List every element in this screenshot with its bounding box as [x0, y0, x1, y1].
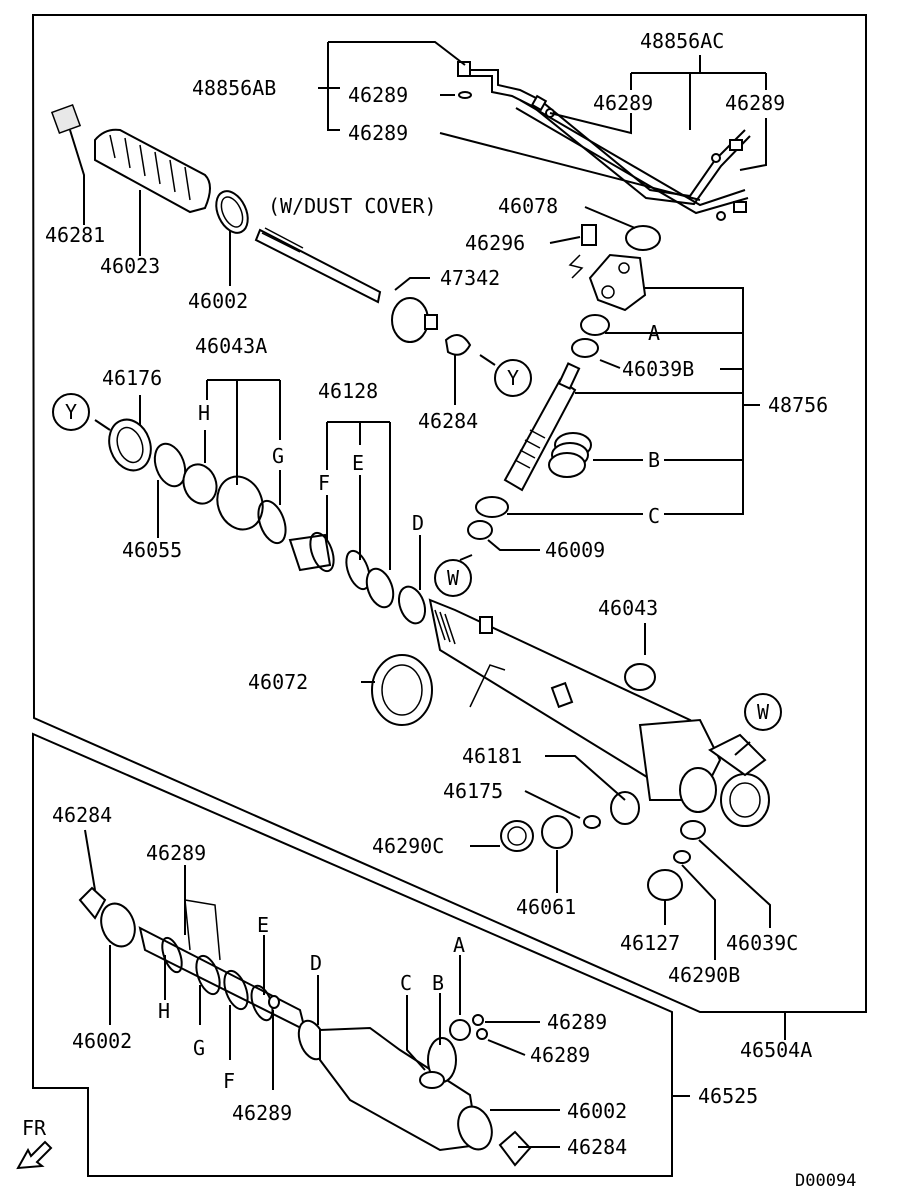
- part-label-low-46289-bot: 46289: [232, 1101, 292, 1125]
- part-label-46289-a: 46289: [348, 83, 408, 107]
- part-label-B: B: [648, 448, 660, 472]
- diagram-reference-code: D00094: [795, 1171, 856, 1187]
- part-label-46175: 46175: [443, 779, 503, 803]
- ref-circle-y-right: [494, 359, 532, 397]
- lower-assembly-parts: [78, 886, 532, 1167]
- part-label-46289-d: 46289: [348, 121, 408, 145]
- part-label-46055: 46055: [122, 538, 182, 562]
- part-label-46128: 46128: [318, 379, 378, 403]
- part-label-48856AB: 48856AB: [192, 76, 276, 100]
- part-label-low-46002-right: 46002: [567, 1099, 627, 1123]
- part-label-low-46284-bot: 46284: [567, 1135, 627, 1159]
- part-label-46181: 46181: [462, 744, 522, 768]
- part-label-46176: 46176: [102, 366, 162, 390]
- part-label-low-E: E: [257, 913, 269, 937]
- part-label-low-46002-left: 46002: [72, 1029, 132, 1053]
- part-label-low-C: C: [400, 971, 412, 995]
- part-label-46127: 46127: [620, 931, 680, 955]
- part-label-46061: 46061: [516, 895, 576, 919]
- part-label-46039B: 46039B: [622, 357, 694, 381]
- assembly-label-46525: 46525: [698, 1084, 758, 1108]
- part-label-low-46289-r2: 46289: [530, 1043, 590, 1067]
- part-label-F: F: [318, 471, 330, 495]
- gear-housing: [371, 598, 770, 827]
- valve-housing-top: [568, 224, 661, 358]
- part-label-48756: 48756: [768, 393, 828, 417]
- part-label-low-46289-r1: 46289: [547, 1010, 607, 1034]
- part-label-46009: 46009: [545, 538, 605, 562]
- part-label-A: A: [648, 321, 660, 345]
- part-label-low-H: H: [158, 999, 170, 1023]
- part-label-47342: 47342: [440, 266, 500, 290]
- inner-tie-rod: [254, 227, 472, 356]
- ref-label-y-left: Y: [65, 400, 77, 424]
- front-direction-label: FR: [22, 1116, 47, 1140]
- pressure-pipes: [457, 61, 751, 221]
- part-label-low-46289-top: 46289: [146, 841, 206, 865]
- part-label-C: C: [648, 504, 660, 528]
- ref-label-w-left: W: [447, 566, 460, 590]
- part-label-low-B: B: [432, 971, 444, 995]
- part-label-46002-top: 46002: [188, 289, 248, 313]
- part-label-46289-c: 46289: [725, 91, 785, 115]
- pinion-valve-assembly: [467, 362, 592, 540]
- part-label-low-46284-top: 46284: [52, 803, 112, 827]
- part-label-46281: 46281: [45, 223, 105, 247]
- front-direction-indicator: FR: [16, 1116, 53, 1170]
- part-label-46023: 46023: [100, 254, 160, 278]
- part-label-46039C: 46039C: [726, 931, 798, 955]
- part-label-48856AC: 48856AC: [640, 29, 724, 53]
- yoke-adjuster-parts: [500, 815, 706, 901]
- part-label-46043: 46043: [598, 596, 658, 620]
- assembly-label-46504A: 46504A: [740, 1038, 812, 1062]
- part-label-46284-top: 46284: [418, 409, 478, 433]
- ref-circle-w-left: [434, 559, 472, 597]
- part-label-dust-cover: (W/DUST COVER): [268, 194, 437, 218]
- part-label-E: E: [352, 451, 364, 475]
- part-label-D: D: [412, 511, 424, 535]
- part-label-46043A: 46043A: [195, 334, 267, 358]
- ref-label-y-right: Y: [507, 366, 519, 390]
- part-label-G: G: [272, 444, 284, 468]
- part-label-46289-b: 46289: [593, 91, 653, 115]
- assembly-46504A-frame: [31, 14, 867, 1013]
- ref-circle-w-right: [744, 693, 782, 731]
- part-label-46078: 46078: [498, 194, 558, 218]
- part-label-low-A: A: [453, 933, 465, 957]
- ref-circle-y-left: [52, 393, 90, 431]
- rack-parts-left: [108, 418, 427, 625]
- part-label-46290B: 46290B: [668, 963, 740, 987]
- part-label-46072: 46072: [248, 670, 308, 694]
- part-label-low-F: F: [223, 1069, 235, 1093]
- part-label-46290C: 46290C: [372, 834, 444, 858]
- assembly-46525-frame: [32, 732, 673, 1177]
- ref-label-w-right: W: [757, 700, 770, 724]
- front-arrow-icon: [16, 1140, 53, 1170]
- leader-lines: [69, 41, 786, 1148]
- part-label-low-D: D: [310, 951, 322, 975]
- part-label-low-G: G: [193, 1036, 205, 1060]
- part-label-H: H: [198, 401, 210, 425]
- boot-assembly: [50, 103, 249, 234]
- part-label-46296: 46296: [465, 231, 525, 255]
